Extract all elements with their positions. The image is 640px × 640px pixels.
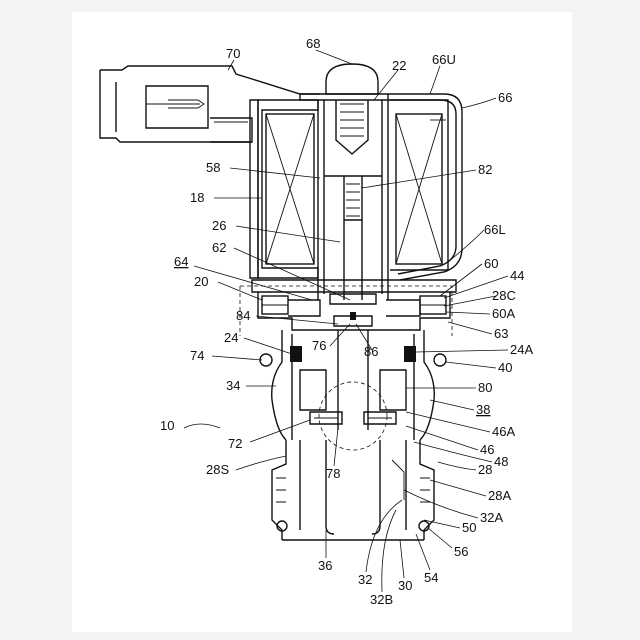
label-32: 32 <box>358 572 372 587</box>
label-60: 60 <box>484 256 498 271</box>
label-30: 30 <box>398 578 412 593</box>
label-20: 20 <box>194 274 208 289</box>
label-48: 48 <box>494 454 508 469</box>
label-66L: 66L <box>484 222 506 237</box>
label-78: 78 <box>326 466 340 481</box>
label-10: 10 <box>160 418 174 433</box>
label-63: 63 <box>494 326 508 341</box>
label-32B: 32B <box>370 592 393 607</box>
connector-housing <box>100 66 320 142</box>
label-56: 56 <box>454 544 468 559</box>
label-60A: 60A <box>492 306 515 321</box>
label-36: 36 <box>318 558 332 573</box>
label-40: 40 <box>498 360 512 375</box>
label-18: 18 <box>190 190 204 205</box>
label-28: 28 <box>478 462 492 477</box>
label-66: 66 <box>498 90 512 105</box>
coil-left <box>250 100 318 278</box>
leader-lines <box>184 50 508 592</box>
label-50: 50 <box>462 520 476 535</box>
label-54: 54 <box>424 570 438 585</box>
label-70: 70 <box>226 46 240 61</box>
label-24A: 24A <box>510 342 533 357</box>
label-68: 68 <box>306 36 320 51</box>
label-62: 62 <box>212 240 226 255</box>
label-44: 44 <box>510 268 524 283</box>
label-84: 84 <box>236 308 250 323</box>
label-86: 86 <box>364 344 378 359</box>
yoke-case <box>388 94 462 280</box>
label-66U: 66U <box>432 52 456 67</box>
label-74: 74 <box>190 348 204 363</box>
label-46A: 46A <box>492 424 515 439</box>
label-72: 72 <box>228 436 242 451</box>
label-28S: 28S <box>206 462 229 477</box>
label-32A: 32A <box>480 510 503 525</box>
label-58: 58 <box>206 160 220 175</box>
valve-body <box>260 330 446 450</box>
label-34: 34 <box>226 378 240 393</box>
label-22: 22 <box>392 58 406 73</box>
label-26: 26 <box>212 218 226 233</box>
label-28C: 28C <box>492 288 516 303</box>
lower-body <box>272 440 434 540</box>
label-80: 80 <box>478 380 492 395</box>
label-64: 64 <box>174 254 188 269</box>
coil-right <box>390 100 448 270</box>
label-46: 46 <box>480 442 494 457</box>
label-76: 76 <box>312 338 326 353</box>
label-82: 82 <box>478 162 492 177</box>
top-cap <box>300 64 388 154</box>
plunger-assembly <box>318 100 388 304</box>
label-28A: 28A <box>488 488 511 503</box>
label-24: 24 <box>224 330 238 345</box>
label-38: 38 <box>476 402 490 417</box>
